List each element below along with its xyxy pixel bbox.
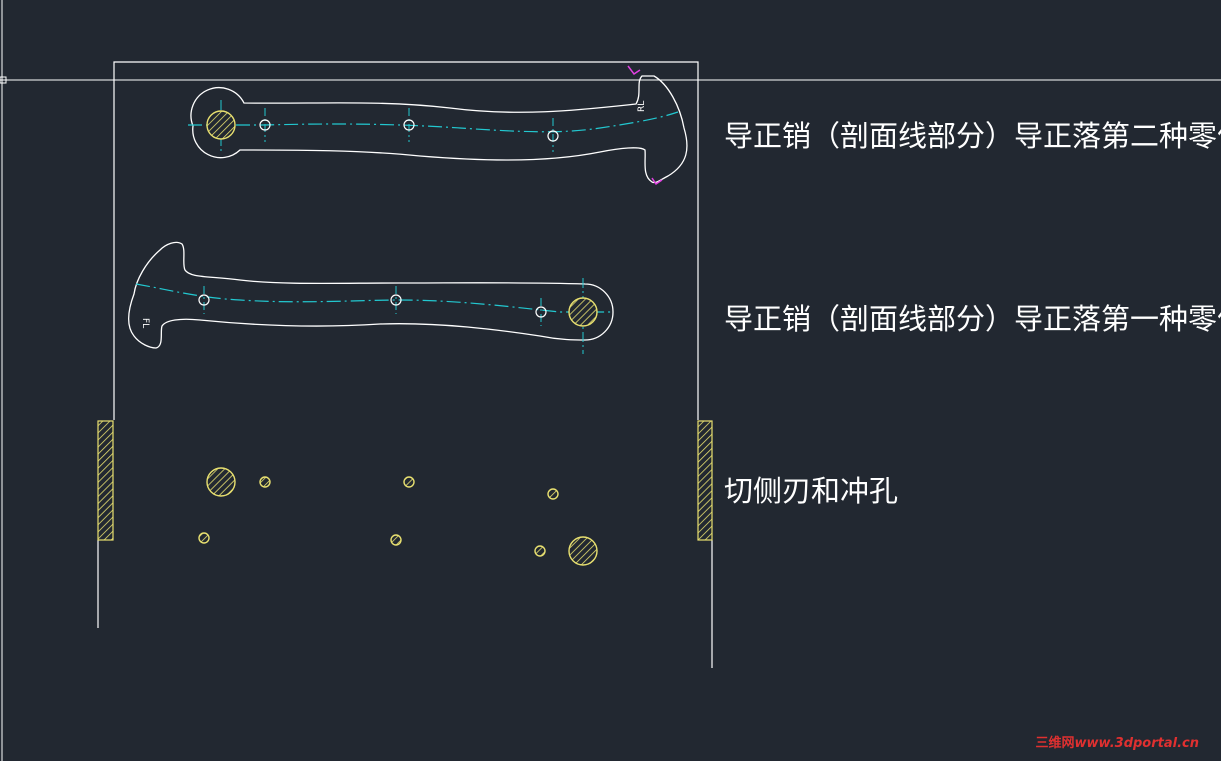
part-1-centerline bbox=[135, 283, 612, 313]
part-2-corner-marker bbox=[627, 65, 641, 76]
part-2-mark: RL bbox=[637, 101, 647, 112]
punch-hole-small-1 bbox=[259, 476, 271, 488]
watermark-url: www.3dportal.cn bbox=[1074, 736, 1199, 751]
part-2-centerline bbox=[188, 111, 679, 133]
punch-hole-small-3 bbox=[547, 488, 559, 500]
punch-hole-large-right bbox=[568, 536, 598, 566]
label-part-2: 导正销（剖面线部分）导正落第二种零件 bbox=[724, 119, 1221, 153]
punch-hole-small-2 bbox=[403, 476, 415, 488]
side-cutter-left bbox=[97, 420, 114, 541]
punch-hole-small-4 bbox=[198, 532, 210, 544]
part-2-hole-3 bbox=[547, 130, 559, 142]
part-2-hole-2 bbox=[403, 119, 415, 131]
part-1-pilot-pin-hatched bbox=[568, 297, 598, 327]
watermark: 三维网www.3dportal.cn bbox=[1036, 732, 1200, 751]
part-1-hole-3 bbox=[535, 306, 547, 318]
part-2-corner-marker-bottom bbox=[651, 177, 663, 186]
label-part-1: 导正销（剖面线部分）导正落第一种零件 bbox=[724, 302, 1221, 336]
strip-outline bbox=[97, 61, 713, 668]
punch-hole-large-left bbox=[206, 467, 236, 497]
watermark-brand: 三维网 bbox=[1035, 736, 1075, 751]
part-2-outline bbox=[190, 75, 688, 184]
punch-holes bbox=[198, 467, 598, 566]
punch-hole-small-5 bbox=[390, 534, 402, 546]
label-side-cut-and-punch: 切侧刃和冲孔 bbox=[724, 474, 899, 508]
part-1-hole-2 bbox=[390, 294, 402, 306]
part-2-hole-1 bbox=[259, 119, 271, 131]
part-1-mark: FL bbox=[140, 318, 150, 328]
side-cutter-right bbox=[697, 420, 713, 541]
crosshair-pickbox bbox=[0, 76, 7, 84]
part-1-outline bbox=[128, 241, 614, 349]
part-2-pilot-pin-hatched bbox=[206, 110, 236, 140]
part-1-hole-1 bbox=[198, 294, 210, 306]
punch-hole-small-6 bbox=[534, 545, 546, 557]
